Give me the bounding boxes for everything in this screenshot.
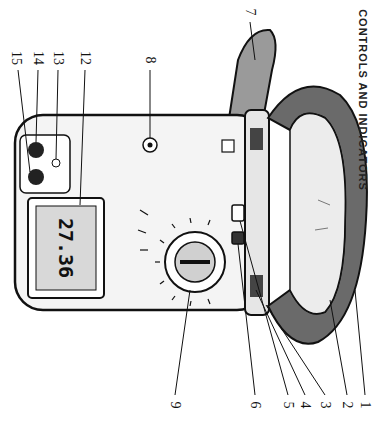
small-label xyxy=(222,140,234,152)
callout-number: 9 xyxy=(168,402,182,409)
jaw-mark xyxy=(315,228,328,230)
push-button xyxy=(232,205,244,221)
callout-number: 2 xyxy=(340,402,354,409)
callout-number: 15 xyxy=(9,51,23,65)
callout-number: 12 xyxy=(78,51,92,65)
jack-mark xyxy=(52,159,60,167)
collar-mark xyxy=(250,275,263,297)
callout-number: 8 xyxy=(143,57,157,64)
leader-lines xyxy=(18,22,365,395)
dial-knob xyxy=(175,242,215,282)
rotary-switch xyxy=(138,210,225,306)
jaw-opening xyxy=(290,114,345,314)
display-reading: 27.36 xyxy=(56,218,76,278)
hold-button-dot xyxy=(148,143,153,148)
meter-body xyxy=(15,115,265,310)
clamp-jaw xyxy=(268,86,367,343)
hold-button xyxy=(143,138,157,152)
dial-ring xyxy=(165,232,225,292)
dial-ticks xyxy=(138,210,210,306)
input-jack xyxy=(28,142,44,158)
callout-number: 7 xyxy=(243,9,257,16)
callout-number: 6 xyxy=(248,402,262,409)
callout-number: 4 xyxy=(298,402,312,409)
title: CONTROLS AND INDICATORS xyxy=(357,9,368,191)
jaw-mark xyxy=(318,200,330,205)
lcd-screen xyxy=(36,206,96,290)
collar-mark xyxy=(250,128,263,150)
dial-pointer xyxy=(180,260,210,264)
callout-number: 1 xyxy=(358,402,372,409)
callout-number: 14 xyxy=(31,51,45,65)
callout-number: 5 xyxy=(281,402,295,409)
display-bezel xyxy=(28,198,104,298)
callout-number: 3 xyxy=(318,402,332,409)
jack-panel xyxy=(20,135,70,193)
callout-number: 13 xyxy=(51,51,65,65)
push-button xyxy=(232,232,244,244)
